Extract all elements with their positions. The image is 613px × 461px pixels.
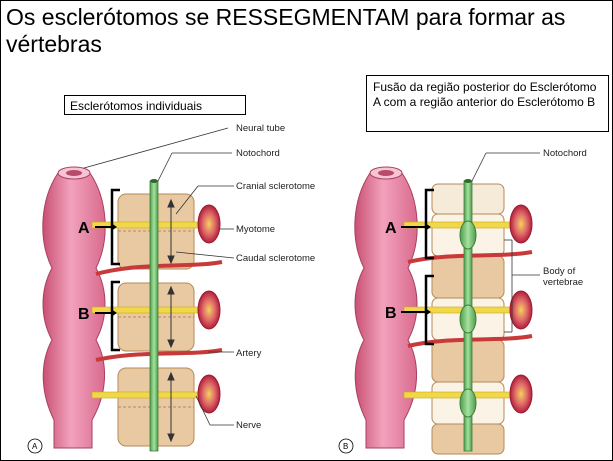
nucleus-swelling-2 xyxy=(460,305,476,333)
label-notochord-right: Notochord xyxy=(543,148,587,159)
label-nerve: Nerve xyxy=(236,420,261,431)
myotome-left-2 xyxy=(198,291,220,329)
left-panel: A B Neural tube Notochord Cranial sclero… xyxy=(28,123,315,453)
marker-b-left: B xyxy=(78,306,90,323)
myotome-right-2 xyxy=(510,291,532,329)
marker-a-right: A xyxy=(385,220,397,237)
label-box-fusion: Fusão da região posterior do Esclerótomo… xyxy=(366,75,609,132)
myotome-right-3 xyxy=(510,375,532,413)
panel-letter-a: A xyxy=(32,442,38,451)
nerve-left-3 xyxy=(92,392,202,398)
marker-a-left: A xyxy=(78,220,90,237)
label-neural-tube: Neural tube xyxy=(236,123,285,134)
label-artery: Artery xyxy=(236,348,262,359)
label-body-of: Body of xyxy=(543,266,576,277)
myotome-right-1 xyxy=(510,205,532,243)
nerve-right-3 xyxy=(404,392,514,398)
right-panel: A B Notochord Body of vertebrae B xyxy=(339,148,587,454)
nucleus-swelling-1 xyxy=(460,221,476,249)
label-caudal-sclerotome: Caudal sclerotome xyxy=(236,253,315,264)
marker-b-right: B xyxy=(385,305,397,322)
label-myotome: Myotome xyxy=(236,224,275,235)
label-box-individual-sclerotomes: Esclerótomos individuais xyxy=(64,95,246,115)
notochord-left xyxy=(150,181,158,451)
myotome-left-1 xyxy=(198,205,220,243)
panel-letter-b: B xyxy=(343,442,348,451)
label-notochord-left: Notochord xyxy=(236,148,280,159)
label-vertebrae: vertebrae xyxy=(543,277,583,288)
nucleus-swelling-3 xyxy=(460,389,476,417)
label-cranial-sclerotome: Cranial sclerotome xyxy=(236,181,315,192)
